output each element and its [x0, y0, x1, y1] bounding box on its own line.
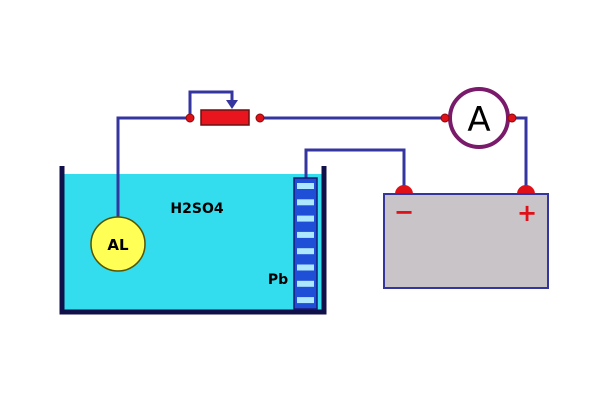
cathode-stripe — [297, 231, 314, 238]
cathode-stripe — [297, 215, 314, 222]
junction-node — [185, 113, 195, 123]
wire-anode — [116, 116, 190, 222]
battery-terminal-positive — [517, 185, 535, 194]
battery-negative-sign: − — [394, 198, 414, 226]
lead-cathode — [293, 177, 318, 310]
resistor-body — [200, 109, 250, 126]
ammeter-label: A — [467, 100, 490, 140]
anode-disc — [90, 216, 146, 272]
circuit-wires — [116, 90, 528, 222]
cathode-stripe — [297, 199, 314, 206]
cathode-plate — [293, 177, 318, 310]
junction-node — [255, 113, 265, 123]
junction-node — [440, 113, 450, 123]
battery-terminal-negative — [395, 185, 413, 194]
rheostat-arrow — [226, 100, 238, 109]
anode-label: AL — [107, 236, 129, 254]
junction-node — [507, 113, 517, 123]
cathode-stripe — [297, 248, 314, 255]
electrolyte-label: H2SO4 — [170, 201, 223, 217]
wire-ammeter-positive — [510, 116, 528, 186]
wire-rheostat-loop — [188, 90, 234, 118]
ammeter-icon: A — [440, 87, 517, 149]
cathode-stripe — [297, 183, 314, 189]
cathode-label: Pb — [268, 272, 288, 288]
tank-wall — [59, 166, 327, 315]
wire-cathode-negative — [304, 148, 406, 186]
battery-body — [383, 193, 549, 289]
battery-positive-sign: + — [517, 199, 537, 227]
cathode-stripe — [297, 280, 314, 287]
cathode-stripe — [297, 297, 314, 304]
battery-icon: − + — [383, 185, 549, 289]
aluminum-anode: AL — [90, 216, 146, 272]
cathode-stripe — [297, 264, 314, 271]
variable-resistor-icon — [185, 100, 265, 126]
